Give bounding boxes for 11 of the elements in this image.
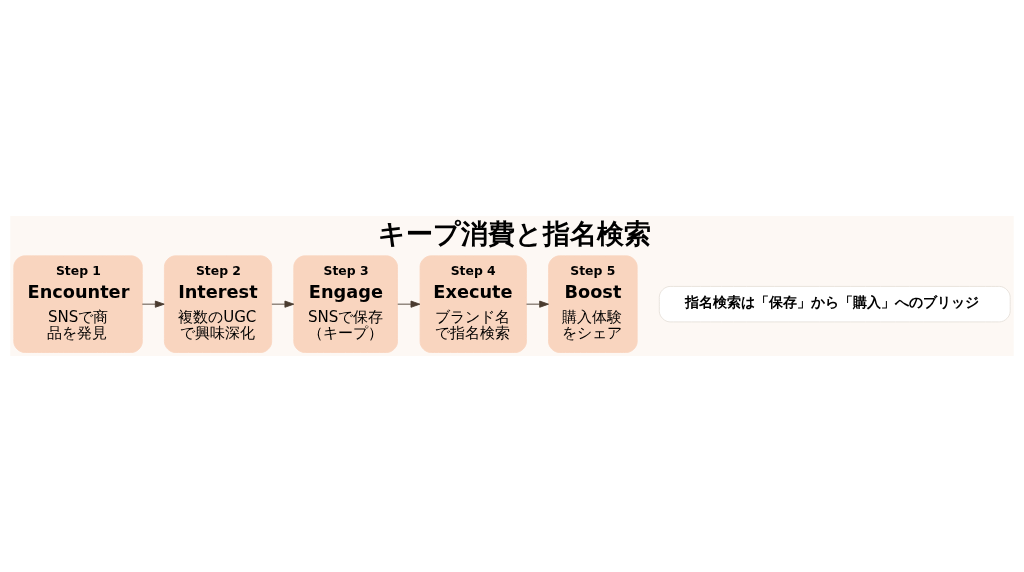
node-box: Step 4 Execute ブランド名で指名検索 <box>419 255 527 353</box>
node-box: Step 3 Engage SNSで保存（キープ） <box>293 255 398 353</box>
diagram-title: キープ消費と指名検索 <box>377 218 651 250</box>
node-box: Step 1 Encounter SNSで商品を発見 <box>13 255 143 353</box>
arrow <box>271 300 295 308</box>
node-box: Step 5 Boost 購入体験をシェア <box>548 255 638 353</box>
arrow <box>397 300 421 308</box>
arrow <box>526 300 549 308</box>
node-box: Step 2 Interest 複数のUGCで興味深化 <box>164 255 273 353</box>
node-box: 指名検索は「保存」から「購入」へのブリッジ <box>658 286 1011 323</box>
arrow <box>141 300 165 308</box>
